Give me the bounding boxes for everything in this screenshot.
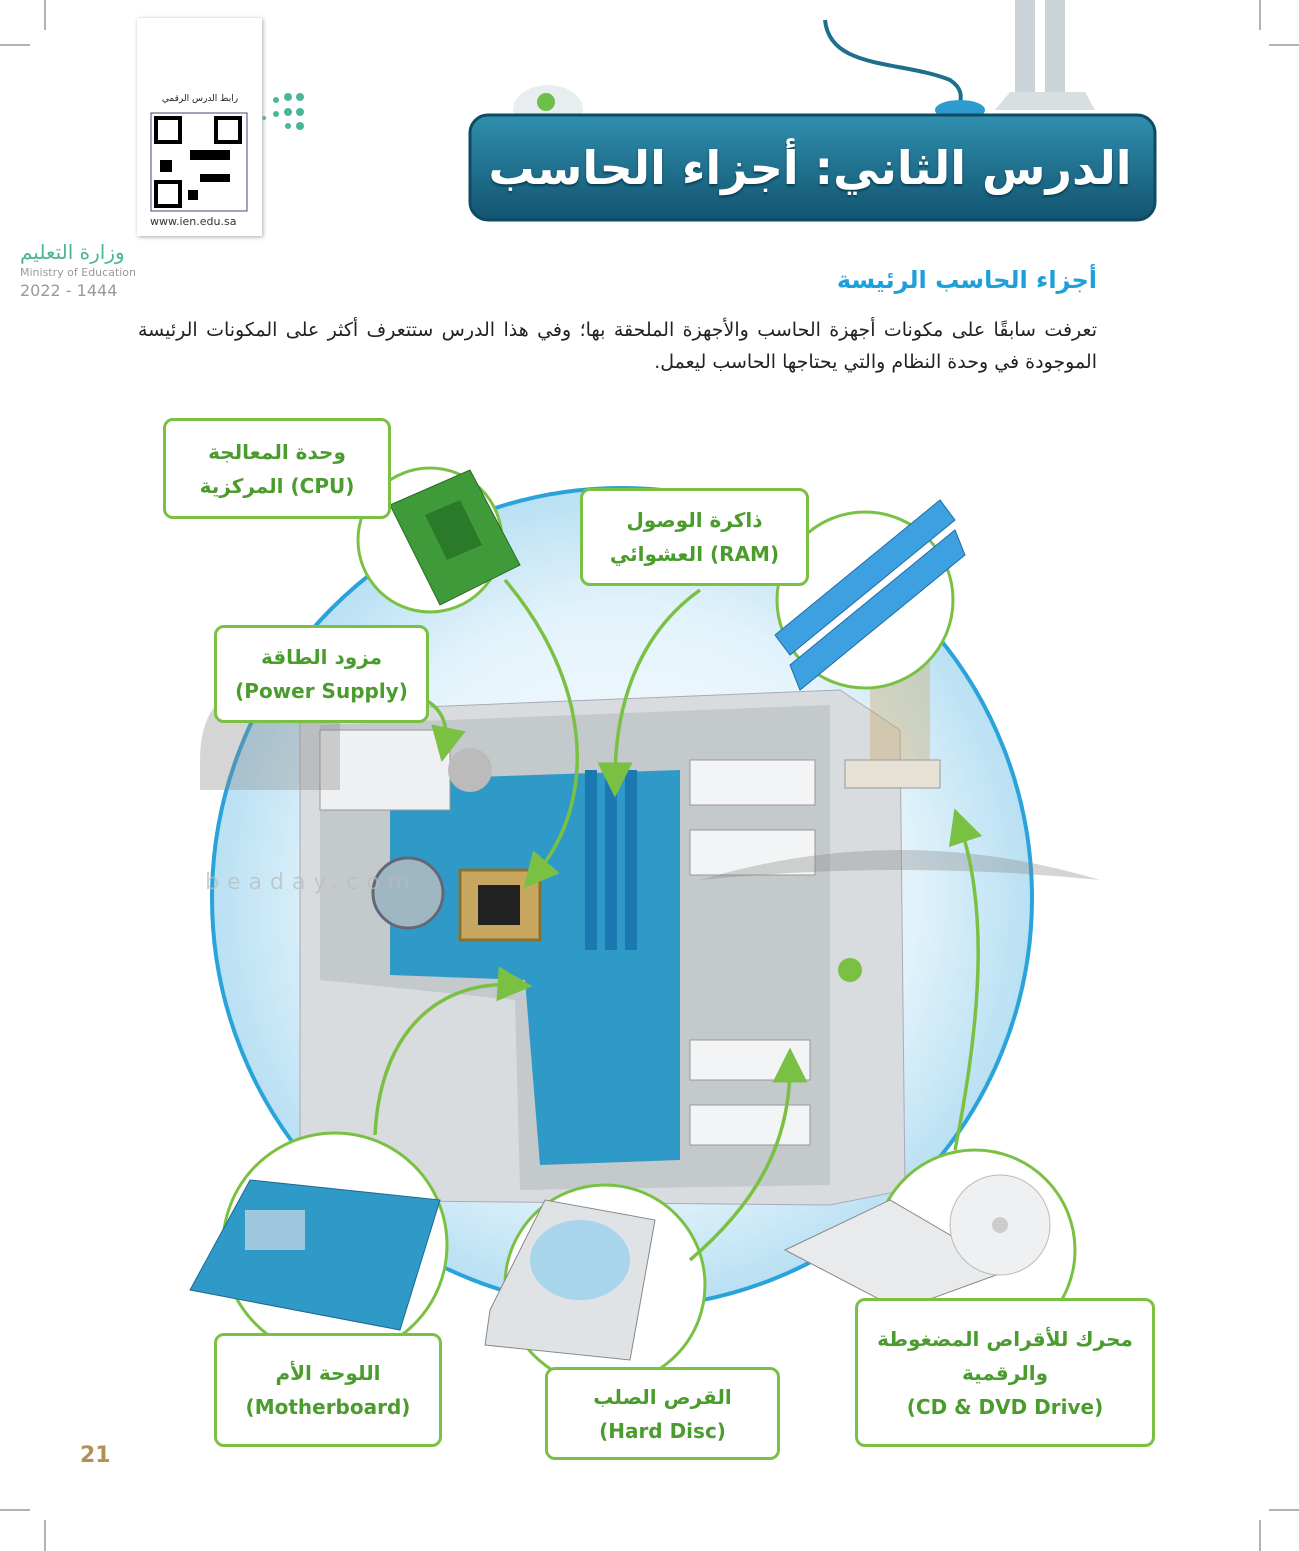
label-cd-dvd-drive: محرك للأقراص المضغوطة والرقمية (CD & DVD… <box>855 1298 1155 1447</box>
intro-paragraph: تعرفت سابقًا على مكونات أجهزة الحاسب وال… <box>138 319 1097 373</box>
lesson-title: الدرس الثاني: أجزاء الحاسب <box>488 141 1132 195</box>
ministry-name-ar: وزارة التعليم <box>20 240 125 264</box>
label-cpu: وحدة المعالجة المركزية (CPU) <box>163 418 391 519</box>
label-power-ar: مزود الطاقة <box>260 645 383 669</box>
ministry-logo-dots <box>262 93 304 130</box>
label-ram: ذاكرة الوصول العشوائي (RAM) <box>580 488 809 586</box>
label-cd-ar2: والرقمية <box>961 1360 1049 1385</box>
cpu-chip-image <box>389 469 521 606</box>
qr-code-glyph[interactable] <box>150 112 248 212</box>
ram-stick-image <box>774 499 966 691</box>
watermark: beaday.com <box>205 870 418 895</box>
label-power-supply: مزود الطاقة (Power Supply) <box>214 625 429 723</box>
ministry-name-en: Ministry of Education <box>20 266 137 279</box>
edition-year: 2022 - 1444 <box>20 281 118 300</box>
label-cd-ar: محرك للأقراص المضغوطة <box>877 1326 1133 1351</box>
label-motherboard-ar: اللوحة الأم <box>275 1361 381 1385</box>
label-cpu-line2: المركزية (CPU) <box>199 473 355 498</box>
qr-url[interactable]: www.ien.edu.sa <box>150 215 237 228</box>
arrows <box>373 578 983 1262</box>
motherboard-image <box>189 1179 441 1331</box>
page-number: 21 <box>80 1443 111 1468</box>
label-motherboard: اللوحة الأم (Motherboard) <box>214 1333 442 1447</box>
label-motherboard-en: (Motherboard) <box>245 1395 411 1419</box>
label-ram-line1: ذاكرة الوصول <box>626 508 763 532</box>
label-harddisc-ar: القرص الصلب <box>593 1384 732 1409</box>
title-banner <box>468 0 1157 222</box>
label-cd-en: (CD & DVD Drive) <box>906 1394 1104 1419</box>
section-title: أجزاء الحاسب الرئيسة <box>836 266 1097 294</box>
qr-caption: رابط الدرس الرقمي <box>161 94 239 104</box>
label-hard-disc: القرص الصلب (Hard Disc) <box>545 1367 780 1460</box>
label-power-en: (Power Supply) <box>235 679 408 703</box>
label-cpu-line1: وحدة المعالجة <box>208 439 346 464</box>
label-ram-line2: العشوائي (RAM) <box>609 542 780 566</box>
label-harddisc-en: (Hard Disc) <box>599 1418 726 1443</box>
computer-case <box>299 689 941 1206</box>
